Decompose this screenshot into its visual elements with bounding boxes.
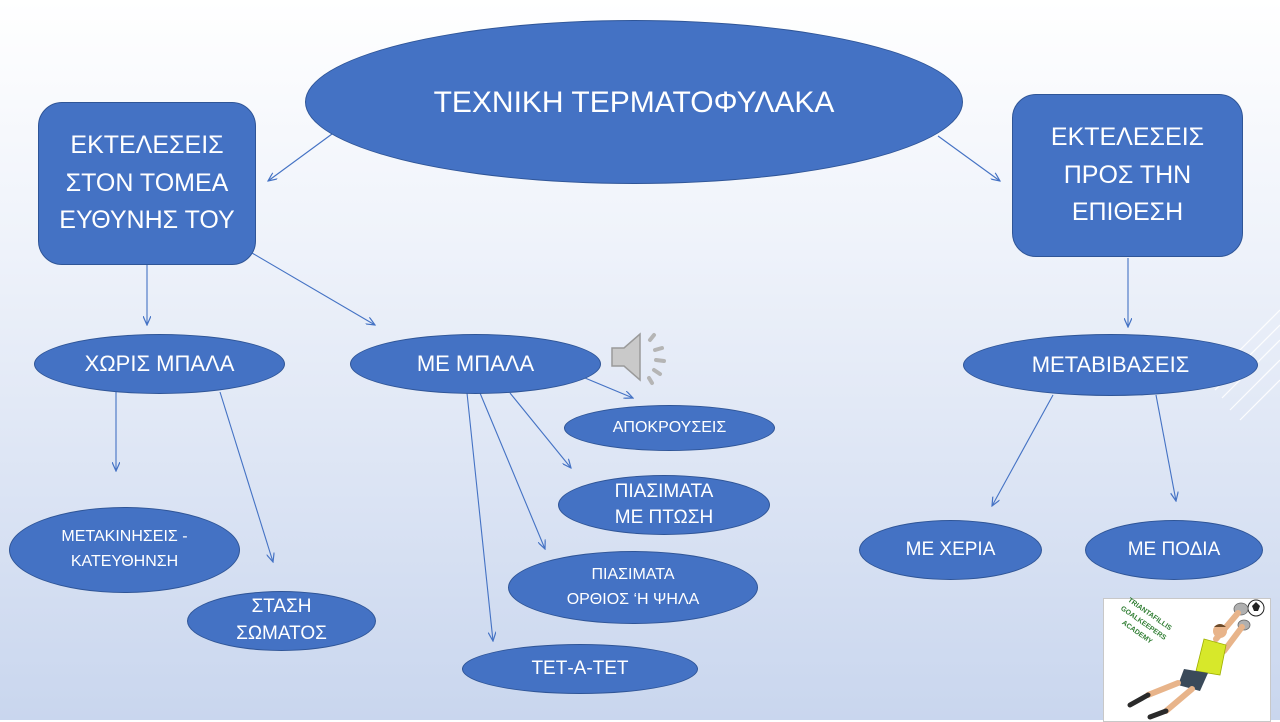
- passes-node: ΜΕΤΑΒΙΒΑΣΕΙΣ: [963, 334, 1258, 396]
- one-on-one-label: ΤΕΤ-Α-ΤΕΤ: [531, 657, 629, 679]
- with-hands-node: ΜΕ ΧΕΡΙΑ: [859, 520, 1042, 580]
- right-category-box: ΕΚΤΕΛΕΣΕΙΣ ΠΡΟΣ ΤΗΝ ΕΠΙΘΕΣΗ: [1012, 94, 1243, 257]
- catches-dive-node: ΠΙΑΣΙΜΑΤΑ ΜΕ ΠΤΩΣΗ: [558, 475, 770, 535]
- without-ball-node: ΧΩΡΙΣ ΜΠΑΛΑ: [34, 334, 285, 394]
- goalkeeper-figure: [1127, 599, 1265, 720]
- without-ball-label: ΧΩΡΙΣ ΜΠΑΛΑ: [84, 350, 235, 376]
- right-category-label: ΕΚΤΕΛΕΣΕΙΣ ΠΡΟΣ ΤΗΝ ΕΠΙΘΕΣΗ: [1050, 123, 1205, 227]
- connector-without-stance: [219, 391, 273, 562]
- passes-label: ΜΕΤΑΒΙΒΑΣΕΙΣ: [1031, 351, 1190, 377]
- with-feet-node: ΜΕ ΠΟΔΙΑ: [1085, 520, 1263, 580]
- with-ball-node: ΜΕ ΜΠΑΛΑ: [350, 334, 601, 394]
- connector-left-with-ball: [251, 252, 375, 325]
- body-stance-node: ΣΤΑΣΗ ΣΩΜΑΤΟΣ: [187, 591, 376, 651]
- one-on-one-node: ΤΕΤ-Α-ΤΕΤ: [462, 644, 698, 694]
- connector-root-left: [268, 133, 333, 181]
- catches-high-node: ΠΙΑΣΙΜΑΤΑ ΟΡΘΙΟΣ ‘Η ΨΗΛΑ: [508, 551, 758, 624]
- connector-with-dive: [509, 392, 571, 468]
- connector-with-high: [479, 392, 545, 549]
- connector-passes-feet: [1155, 394, 1176, 501]
- root-node: ΤΕΧΝΙΚΗ ΤΕΡΜΑΤΟΦΥΛΑΚΑ: [305, 20, 963, 184]
- deflections-node: ΑΠΟΚΡΟΥΣΕΙΣ: [564, 405, 775, 451]
- movement-node: ΜΕΤΑΚΙΝΗΣΕΙΣ - ΚΑΤΕΥΘΗΝΣΗ: [9, 507, 240, 593]
- connector-with-tet: [466, 392, 493, 641]
- speaker-icon[interactable]: [606, 326, 672, 388]
- connector-with-deflections: [584, 377, 633, 398]
- catches-high-label: ΠΙΑΣΙΜΑΤΑ ΟΡΘΙΟΣ ‘Η ΨΗΛΑ: [566, 565, 700, 608]
- left-category-box: ΕΚΤΕΛΕΣΕΙΣ ΣΤΟΝ ΤΟΜΕΑ ΕΥΘΥΝΗΣ ΤΟΥ: [38, 102, 256, 265]
- root-label: ΤΕΧΝΙΚΗ ΤΕΡΜΑΤΟΦΥΛΑΚΑ: [433, 85, 835, 119]
- body-stance-label: ΣΤΑΣΗ ΣΩΜΑΤΟΣ: [236, 596, 327, 644]
- catches-dive-label: ΠΙΑΣΙΜΑΤΑ ΜΕ ΠΤΩΣΗ: [614, 481, 714, 528]
- deflections-label: ΑΠΟΚΡΟΥΣΕΙΣ: [612, 418, 727, 436]
- connector-root-right: [937, 135, 1000, 181]
- with-ball-label: ΜΕ ΜΠΑΛΑ: [416, 350, 535, 376]
- left-category-label: ΕΚΤΕΛΕΣΕΙΣ ΣΤΟΝ ΤΟΜΕΑ ΕΥΘΥΝΗΣ ΤΟΥ: [59, 131, 235, 235]
- with-hands-label: ΜΕ ΧΕΡΙΑ: [905, 538, 996, 560]
- connector-passes-hands: [992, 394, 1054, 506]
- with-feet-label: ΜΕ ΠΟΔΙΑ: [1127, 538, 1221, 560]
- movement-label: ΜΕΤΑΚΙΝΗΣΕΙΣ - ΚΑΤΕΥΘΗΝΣΗ: [61, 528, 188, 570]
- goalkeeper-logo-icon: TRIANTAFILLIS GOALKEEPERS ACADEMY: [1103, 597, 1271, 722]
